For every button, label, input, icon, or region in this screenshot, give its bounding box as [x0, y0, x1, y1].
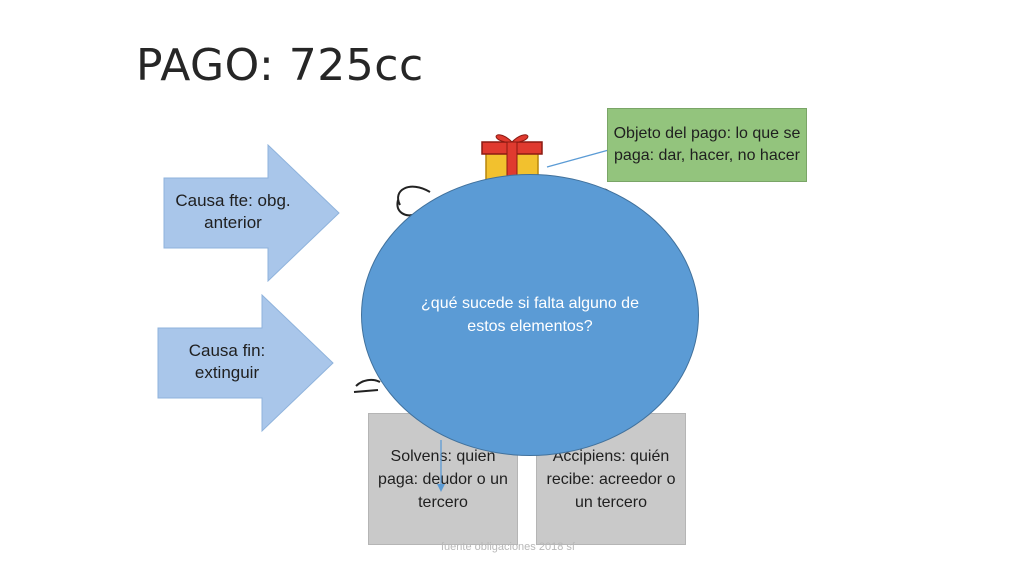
- right-arrow-shape: [163, 143, 340, 283]
- slide-title: PAGO: 725cc: [136, 40, 424, 91]
- causa-fuente-label: Causa fte: obg. anterior: [175, 191, 291, 232]
- causa-fin-label: Causa fin: extinguir: [188, 341, 266, 382]
- causa-fuente-arrow: Causa fte: obg. anterior: [163, 143, 341, 283]
- question-oval: ¿qué sucede si falta alguno de estos ele…: [361, 174, 699, 456]
- right-arrow-shape: [157, 293, 334, 433]
- question-text: ¿qué sucede si falta alguno de estos ele…: [421, 295, 639, 335]
- footer-source: fuente obligaciones 2018 sf: [441, 541, 575, 553]
- gift-icon: [481, 134, 543, 185]
- objeto-del-pago-box: Objeto del pago: lo que se paga: dar, ha…: [607, 108, 807, 182]
- causa-fin-arrow: Causa fin: extinguir: [157, 293, 335, 433]
